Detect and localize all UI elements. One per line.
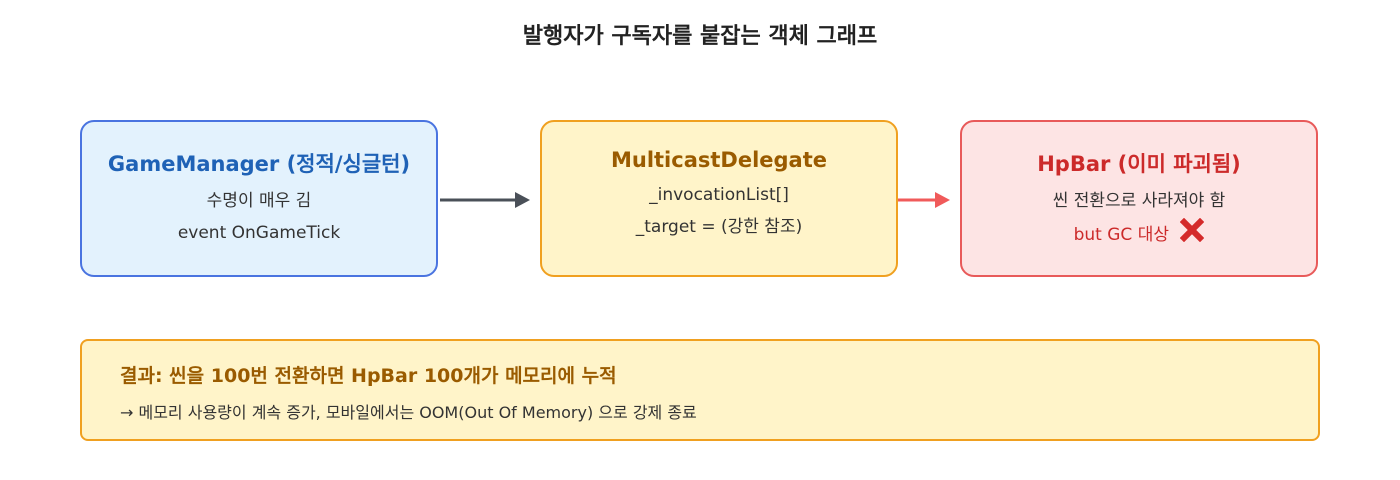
- result-title: 결과: 씬을 100번 전환하면 HpBar 100개가 메모리에 누적: [120, 365, 617, 387]
- hp-bar-gc-line: but GC 대상: [962, 217, 1316, 248]
- game-manager-lifetime-text: 수명이 매우 김: [206, 191, 312, 211]
- hp-bar-node: HpBar (이미 파괴됨) 씬 전환으로 사라져야 함 but GC 대상: [960, 120, 1318, 277]
- hp-bar-gc-text: but GC 대상: [1073, 225, 1169, 245]
- invocation-list-text: _invocationList[]: [649, 185, 789, 205]
- hp-bar-title: HpBar (이미 파괴됨): [1037, 152, 1241, 176]
- game-manager-title: GameManager (정적/싱글턴): [107, 152, 411, 176]
- arrow-gm-to-delegate: [440, 192, 530, 208]
- game-manager-node: GameManager (정적/싱글턴) 수명이 매우 김 event OnGa…: [80, 120, 438, 277]
- result-detail-text: → 메모리 사용량이 계속 증가, 모바일에서는 OOM(Out Of Memo…: [120, 403, 697, 422]
- cross-mark-icon: [1180, 217, 1205, 248]
- multicast-delegate-title: MulticastDelegate: [610, 148, 828, 172]
- result-box: 결과: 씬을 100번 전환하면 HpBar 100개가 메모리에 누적 → 메…: [80, 339, 1320, 441]
- diagram-title: 발행자가 구독자를 붙잡는 객체 그래프: [522, 24, 878, 49]
- hp-bar-scene-text: 씬 전환으로 사라져야 함: [1052, 191, 1226, 211]
- multicast-delegate-node: MulticastDelegate _invocationList[] _tar…: [540, 120, 898, 277]
- target-reference-text: _target = (강한 참조): [635, 217, 803, 237]
- game-manager-event-text: event OnGameTick: [177, 223, 341, 243]
